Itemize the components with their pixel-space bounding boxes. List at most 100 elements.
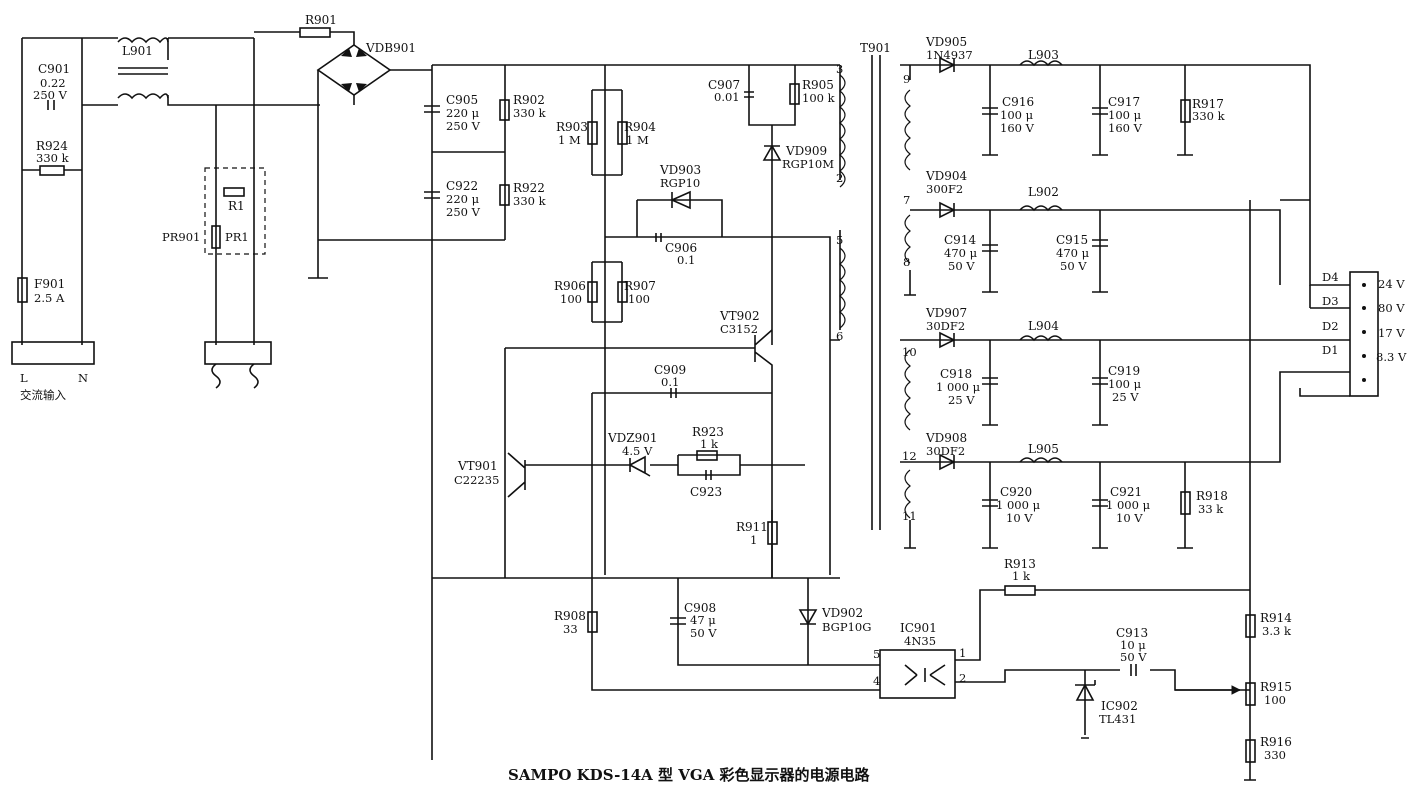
c906-ref: C906 <box>665 241 697 255</box>
r922-ref: R922 <box>513 181 545 195</box>
c917-voltage: 160 V <box>1108 121 1143 135</box>
r911-ref: R911 <box>736 520 768 534</box>
r918-ref: R918 <box>1196 489 1228 503</box>
c901-voltage: 250 V <box>33 88 68 102</box>
ic901-pin2: 2 <box>959 671 966 685</box>
c907-value: 0.01 <box>714 90 740 104</box>
vd903-part: RGP10 <box>660 176 700 190</box>
vd904-ref: VD904 <box>925 169 968 183</box>
c917-ref: C917 <box>1108 95 1140 109</box>
terminal-n: N <box>78 371 88 385</box>
c905-value: 220 μ <box>446 106 480 120</box>
vd908-part: 30DF2 <box>926 444 965 458</box>
vt901-part: C22235 <box>454 473 499 487</box>
c908-ref: C908 <box>684 601 716 615</box>
c918-ref: C918 <box>940 367 972 381</box>
c919-voltage: 25 V <box>1112 390 1139 404</box>
c916-voltage: 160 V <box>1000 121 1035 135</box>
ground-symbols <box>308 154 1256 781</box>
c905-ref: C905 <box>446 93 478 107</box>
c901-value: 0.22 <box>40 76 66 90</box>
r905-value: 100 k <box>802 91 836 105</box>
terminal-l: L <box>20 371 28 385</box>
output-d4-name: D4 <box>1322 270 1339 284</box>
l903-ref: L903 <box>1028 48 1059 62</box>
c916-value: 100 μ <box>1000 108 1034 122</box>
t901-pin3: 3 <box>836 62 843 76</box>
diagram-title: SAMPO KDS-14A 型 VGA 彩色显示器的电源电路 <box>508 766 871 784</box>
r906-ref: R906 <box>554 279 586 293</box>
r911-value: 1 <box>750 533 757 547</box>
t901-pin9: 9 <box>903 72 910 86</box>
r1-ref: R1 <box>228 199 245 213</box>
ic901-pin5: 5 <box>873 647 880 661</box>
c922-voltage: 250 V <box>446 205 481 219</box>
r913-value: 1 k <box>1012 569 1031 583</box>
vd902-ref: VD902 <box>821 606 863 620</box>
vdz901-ref: VDZ901 <box>607 431 658 445</box>
t901-pin8: 8 <box>903 255 910 269</box>
t901-pin6: 6 <box>836 329 843 343</box>
c908-value: 47 μ <box>690 613 716 627</box>
ac-input-label: 交流输入 <box>20 388 66 402</box>
r914-value: 3.3 k <box>1262 624 1292 638</box>
c919-ref: C919 <box>1108 364 1140 378</box>
c905-voltage: 250 V <box>446 119 481 133</box>
t901-pin12: 12 <box>902 449 917 463</box>
l905-ref: L905 <box>1028 442 1059 456</box>
l904-ref: L904 <box>1028 319 1059 333</box>
c922-ref: C922 <box>446 179 478 193</box>
t901-pin7: 7 <box>903 193 910 207</box>
c908-voltage: 50 V <box>690 626 717 640</box>
c920-value: 1 000 μ <box>996 498 1041 512</box>
r923-value: 1 k <box>700 437 719 451</box>
c913-voltage: 50 V <box>1120 650 1147 664</box>
c921-ref: C921 <box>1110 485 1142 499</box>
t901-pin5: 5 <box>836 233 843 247</box>
r904-ref: R904 <box>624 120 656 134</box>
c921-voltage: 10 V <box>1116 511 1143 525</box>
c914-value: 470 μ <box>944 246 978 260</box>
r902-value: 330 k <box>513 106 547 120</box>
r915-value: 100 <box>1264 693 1286 707</box>
c922-value: 220 μ <box>446 192 480 206</box>
r901-ref: R901 <box>305 13 337 27</box>
r903-value: 1 M <box>558 133 581 147</box>
c918-value: 1 000 μ <box>936 380 981 394</box>
r916-ref: R916 <box>1260 735 1292 749</box>
c920-ref: C920 <box>1000 485 1032 499</box>
output-d1-name: D1 <box>1322 343 1339 357</box>
pr901-ref: PR901 <box>162 230 200 244</box>
r908-ref: R908 <box>554 609 586 623</box>
c915-ref: C915 <box>1056 233 1088 247</box>
vd908-ref: VD908 <box>925 431 967 445</box>
r902-ref: R902 <box>513 93 545 107</box>
labels: C901 0.22 250 V L901 R901 VDB901 R924 33… <box>20 13 1407 784</box>
ic902-ref: IC902 <box>1101 699 1138 713</box>
c915-voltage: 50 V <box>1060 259 1087 273</box>
output-d3-name: D3 <box>1322 294 1339 308</box>
c909-ref: C909 <box>654 363 686 377</box>
r924-ref: R924 <box>36 139 68 153</box>
vd909-part: RGP10M <box>782 157 834 171</box>
c915-value: 470 μ <box>1056 246 1090 260</box>
l901-ref: L901 <box>122 44 153 58</box>
output-d1-voltage: 8.3 V <box>1376 350 1407 364</box>
output-d2-voltage: 17 V <box>1378 326 1405 340</box>
output-d4-voltage: 24 V <box>1378 277 1405 291</box>
c923-ref: C923 <box>690 485 722 499</box>
ic901-part: 4N35 <box>904 634 936 648</box>
c917-value: 100 μ <box>1108 108 1142 122</box>
r907-value: 100 <box>628 292 650 306</box>
ic902-part: TL431 <box>1099 712 1136 726</box>
ic901-pin1: 1 <box>959 646 966 660</box>
c907-ref: C907 <box>708 78 740 92</box>
c914-ref: C914 <box>944 233 976 247</box>
vd907-part: 30DF2 <box>926 319 965 333</box>
c920-voltage: 10 V <box>1006 511 1033 525</box>
r917-value: 330 k <box>1192 109 1226 123</box>
r923-ref: R923 <box>692 425 724 439</box>
c921-value: 1 000 μ <box>1106 498 1151 512</box>
c914-voltage: 50 V <box>948 259 975 273</box>
c909-value: 0.1 <box>661 375 679 389</box>
